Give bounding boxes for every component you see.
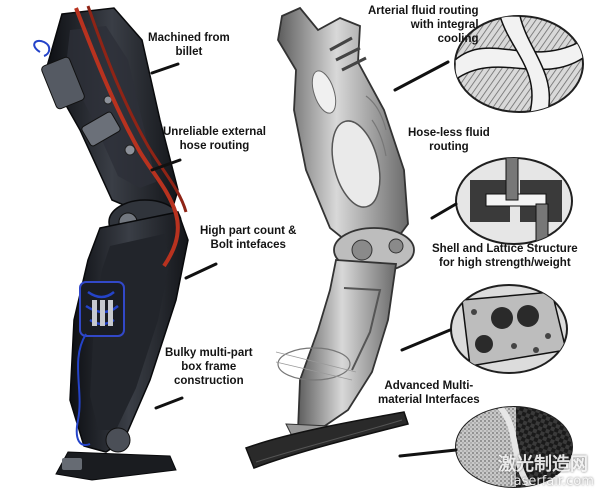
conventional-leg [33,5,189,481]
label-arterial: Arterial fluid routing with integral coo… [368,5,479,45]
label-hose-routing: Unreliable external hose routing [163,126,266,152]
label-box-frame: Bulky multi-part box frame construction [165,347,253,387]
watermark-cn: 激光制造网 [498,454,588,475]
detail-lattice [450,284,568,374]
detail-arterial [454,15,584,113]
printed-leg [245,6,415,469]
label-hoseless: Hose-less fluid routing [408,127,490,153]
watermark-url: laserfair.com [510,474,594,489]
label-multimaterial: Advanced Multi- material Interfaces [378,380,480,406]
label-machined: Machined from billet [148,32,230,58]
leader-lines [150,60,458,458]
label-lattice: Shell and Lattice Structure for high str… [432,243,578,269]
detail-hoseless [455,157,573,245]
label-part-count: High part count & Bolt intefaces [200,225,297,251]
